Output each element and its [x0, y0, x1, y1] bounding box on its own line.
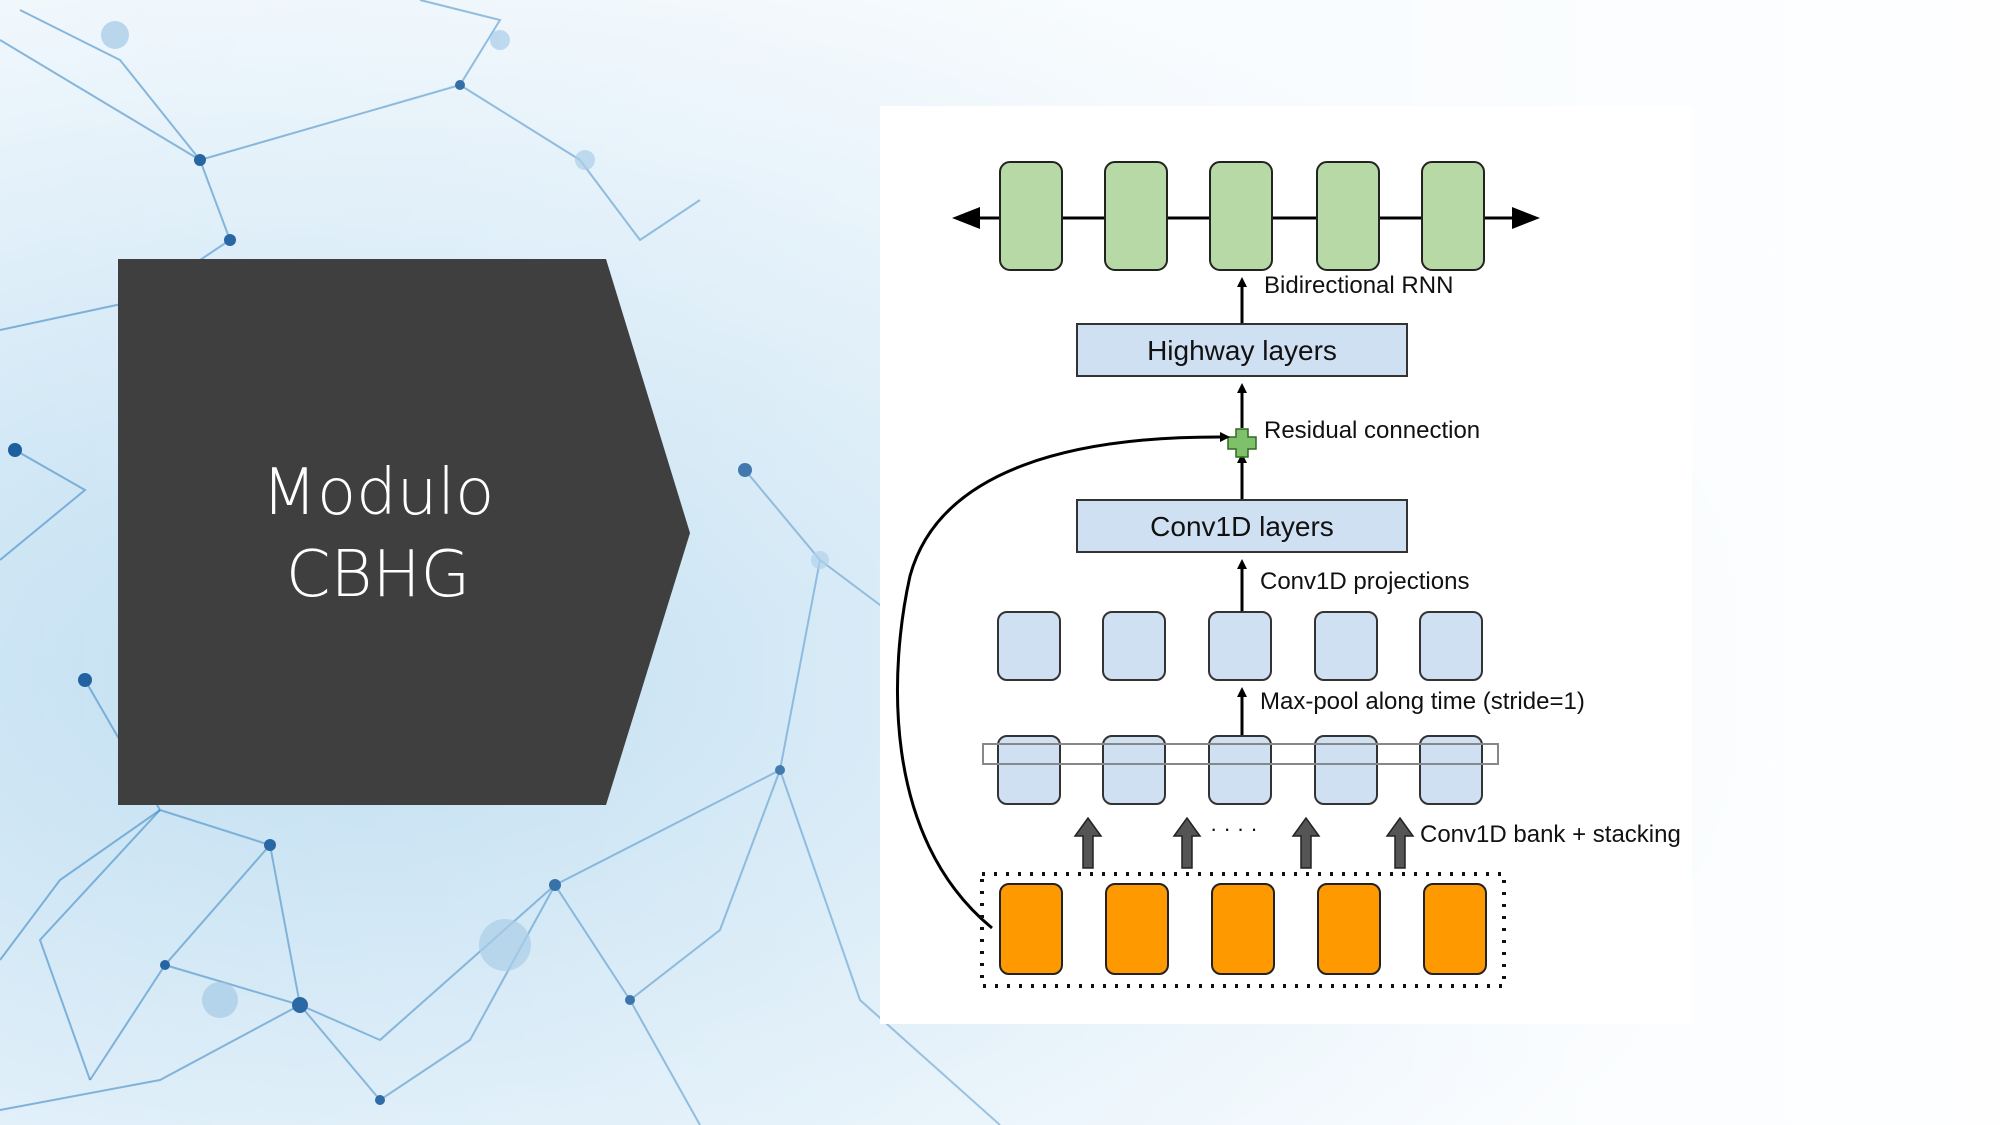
rnn-cell	[1421, 161, 1485, 271]
input-cell	[1105, 883, 1169, 975]
maxpool-cell	[997, 611, 1061, 681]
cbhg-diagram: Bidirectional RNN Highway layers Residua…	[880, 106, 1692, 1024]
title-line-1: Modulo	[261, 456, 495, 530]
title-line-2: CBHG	[285, 538, 471, 612]
bank-ellipsis: · · · ·	[1210, 816, 1258, 841]
rnn-label: Bidirectional RNN	[1264, 272, 1453, 299]
conv-bank-cell	[1314, 735, 1378, 805]
highway-layers-label: Highway layers	[1147, 335, 1337, 366]
rnn-cell	[1104, 161, 1168, 271]
pooling-window	[982, 743, 1499, 765]
input-cell	[1317, 883, 1381, 975]
conv-bank-cell	[1419, 735, 1483, 805]
residual-plus-icon	[1227, 428, 1257, 458]
maxpool-cell	[1102, 611, 1166, 681]
projections-label: Conv1D projections	[1260, 568, 1469, 595]
maxpool-label: Max-pool along time (stride=1)	[1260, 688, 1585, 715]
bank-arrow	[1385, 816, 1415, 869]
conv-bank-cell	[1102, 735, 1166, 805]
maxpool-cell	[1208, 611, 1272, 681]
residual-label: Residual connection	[1264, 417, 1480, 444]
maxpool-cell	[1419, 611, 1483, 681]
input-cell	[999, 883, 1063, 975]
maxpool-cell	[1314, 611, 1378, 681]
input-cell	[1423, 883, 1487, 975]
input-sequence	[999, 883, 1487, 975]
bidirectional-rnn	[952, 161, 1540, 271]
bank-arrow	[1073, 816, 1103, 869]
highway-layers-box	[1076, 323, 1408, 377]
rnn-cell	[1209, 161, 1273, 271]
bank-label: Conv1D bank + stacking	[1420, 821, 1681, 848]
input-cell	[1211, 883, 1275, 975]
conv-bank-cell	[997, 735, 1061, 805]
rnn-left-arrow	[952, 207, 980, 229]
input-sequence-frame	[980, 872, 1506, 988]
conv-bank-outputs	[982, 735, 1499, 805]
rnn-right-arrow	[1512, 207, 1540, 229]
rnn-cell	[999, 161, 1063, 271]
bank-arrow	[1172, 816, 1202, 869]
residual-connection-curve	[895, 431, 1230, 930]
bank-arrow	[1291, 816, 1321, 869]
conv-bank-cell	[1208, 735, 1272, 805]
rnn-cell	[1316, 161, 1380, 271]
conv-bank-arrows	[1073, 816, 1415, 869]
slide-title: Modulo CBHG	[118, 260, 638, 808]
maxpool-outputs	[997, 611, 1483, 681]
conv1d-layers-box	[1076, 499, 1408, 553]
conv1d-layers-label: Conv1D layers	[1150, 511, 1334, 542]
